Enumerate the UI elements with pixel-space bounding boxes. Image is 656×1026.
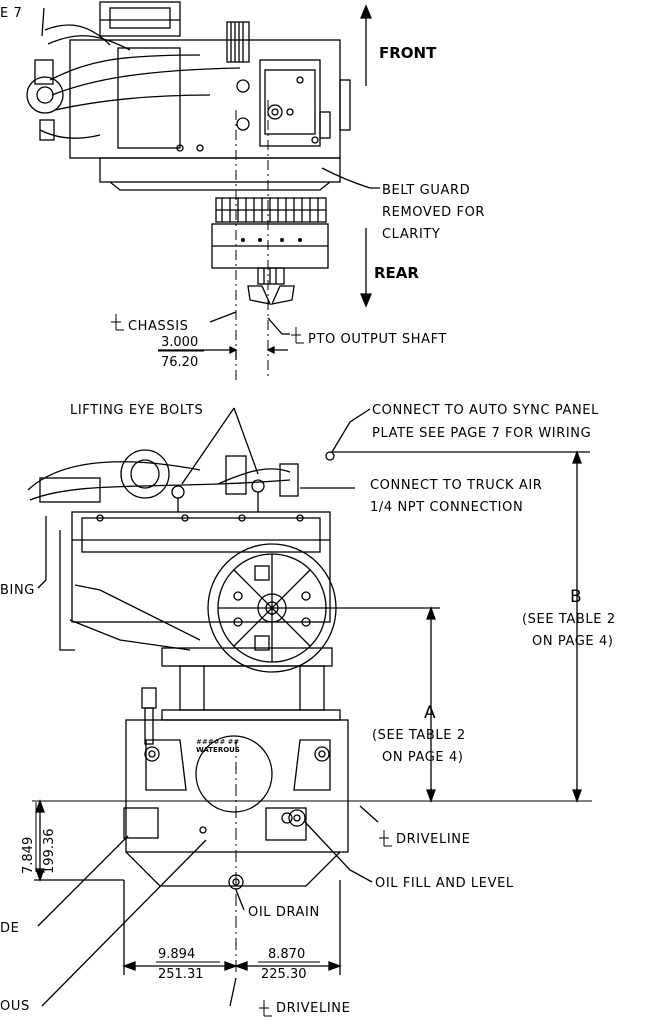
auto-sync-line-1: CONNECT TO AUTO SYNC PANEL — [372, 403, 599, 418]
right-mm-value: 225.30 — [261, 967, 307, 982]
dim-a-note-2: ON PAGE 4) — [382, 750, 464, 765]
centerline-symbols — [111, 314, 392, 1017]
dim-a-note-1: (SEE TABLE 2 — [372, 728, 466, 743]
side-view-pump — [27, 449, 349, 890]
left-partial-label-1: DE — [0, 921, 19, 936]
dim-b-note-2: ON PAGE 4) — [532, 634, 614, 649]
cl-driveline-bottom-label: DRIVELINE — [276, 1001, 350, 1016]
left-in-value: 9.894 — [158, 947, 195, 962]
dim-b-note-1: (SEE TABLE 2 — [522, 612, 616, 627]
dim-b-label: B — [570, 587, 582, 607]
cl-driveline-right-label: DRIVELINE — [396, 832, 470, 847]
belt-guard-line-3: CLARITY — [382, 227, 440, 242]
auto-sync-line-2: PLATE SEE PAGE 7 FOR WIRING — [372, 426, 591, 441]
front-label: FRONT — [379, 44, 437, 62]
top-centerlines — [235, 100, 269, 380]
casting-text-2: WATEROUS — [196, 746, 240, 754]
tubing-label: BING — [0, 583, 35, 598]
cl-chassis-label: CHASSIS — [128, 319, 189, 334]
oil-fill-label: OIL FILL AND LEVEL — [375, 876, 514, 891]
truck-air-line-1: CONNECT TO TRUCK AIR — [370, 478, 542, 493]
belt-guard-line-1: BELT GUARD — [382, 183, 470, 198]
left-partial-label-2: OUS — [0, 999, 30, 1014]
top-view-pump — [26, 1, 351, 305]
left-mm-value: 251.31 — [158, 967, 204, 982]
casting-text-1: ##### ## — [196, 738, 239, 746]
truck-air-line-2: 1/4 NPT CONNECTION — [370, 500, 523, 515]
right-in-value: 8.870 — [268, 947, 305, 962]
lifting-eye-bolts-label: LIFTING EYE BOLTS — [70, 403, 203, 418]
oil-drain-label: OIL DRAIN — [248, 905, 320, 920]
height-in-value: 7.849 — [21, 837, 36, 874]
dim-a-label: A — [424, 703, 436, 723]
belt-guard-line-2: REMOVED FOR — [382, 205, 485, 220]
height-mm-value: 199.36 — [42, 829, 57, 875]
page-ref-label: E 7 — [0, 6, 22, 21]
rear-label: REAR — [374, 264, 419, 282]
offset-mm-value: 76.20 — [161, 355, 198, 370]
cl-pto-label: PTO OUTPUT SHAFT — [308, 332, 447, 347]
offset-in-value: 3.000 — [161, 335, 198, 350]
